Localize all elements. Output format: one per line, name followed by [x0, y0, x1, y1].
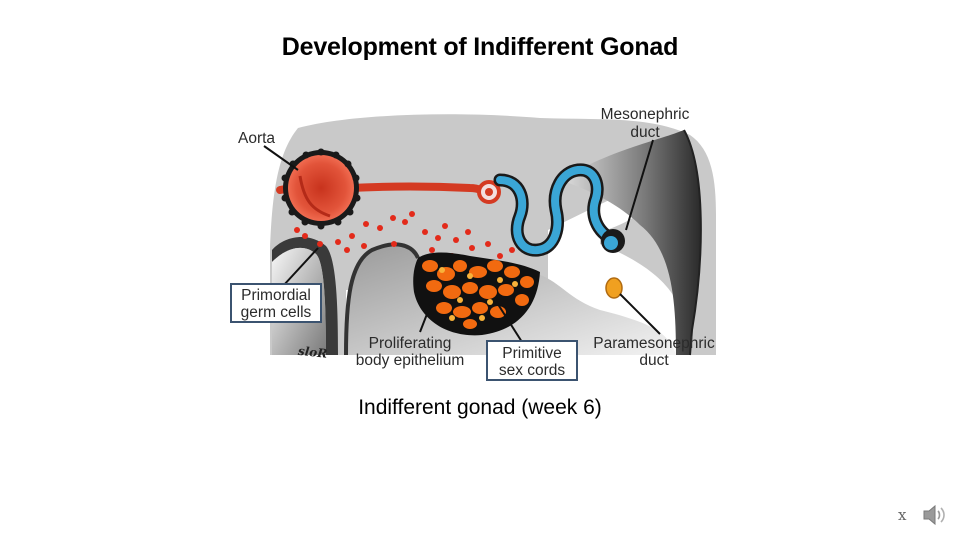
paramesonephric-duct	[605, 277, 623, 299]
leader-lines	[263, 139, 661, 343]
label-mesonephric-2: duct	[630, 124, 660, 141]
label-primitive-1: Primitive	[502, 345, 561, 362]
mesonephric-tubule-fill	[496, 165, 618, 255]
glomerulus-core	[485, 188, 493, 196]
slide-title: Development of Indifferent Gonad	[281, 33, 679, 61]
close-button[interactable]: x	[898, 506, 907, 524]
sex-cord-highlights	[439, 267, 518, 321]
label-proliferating-1: Proliferating	[369, 335, 452, 352]
aorta-shading	[298, 175, 331, 218]
label-paramesonephric-2: duct	[639, 352, 669, 369]
diagram-caption: Indifferent gonad (week 6)	[358, 396, 602, 419]
mesonephric-duct-lumen	[604, 236, 618, 250]
artist-signature: sloR	[297, 344, 328, 361]
label-box-primordial	[230, 283, 322, 323]
label-box-primitive	[486, 340, 578, 381]
cavity-inner-edge	[344, 242, 420, 356]
aorta-lumen	[288, 155, 354, 221]
aorta-wall-dots	[281, 148, 361, 230]
label-primitive-2: sex cords	[499, 362, 566, 379]
label-primordial-1: Primordial	[241, 287, 311, 304]
label-aorta: Aorta	[238, 130, 275, 147]
speaker-icon[interactable]	[922, 503, 948, 527]
label-primordial-2: germ cells	[241, 304, 312, 321]
label-mesonephric-1: Mesonephric	[601, 106, 690, 123]
ridge-outline	[683, 129, 702, 356]
cavity-wall-left	[272, 236, 338, 355]
primitive-sex-cords	[422, 260, 534, 329]
label-paramesonephric-1: Paramesonephric	[593, 335, 715, 352]
label-proliferating-2: body epithelium	[356, 352, 465, 369]
